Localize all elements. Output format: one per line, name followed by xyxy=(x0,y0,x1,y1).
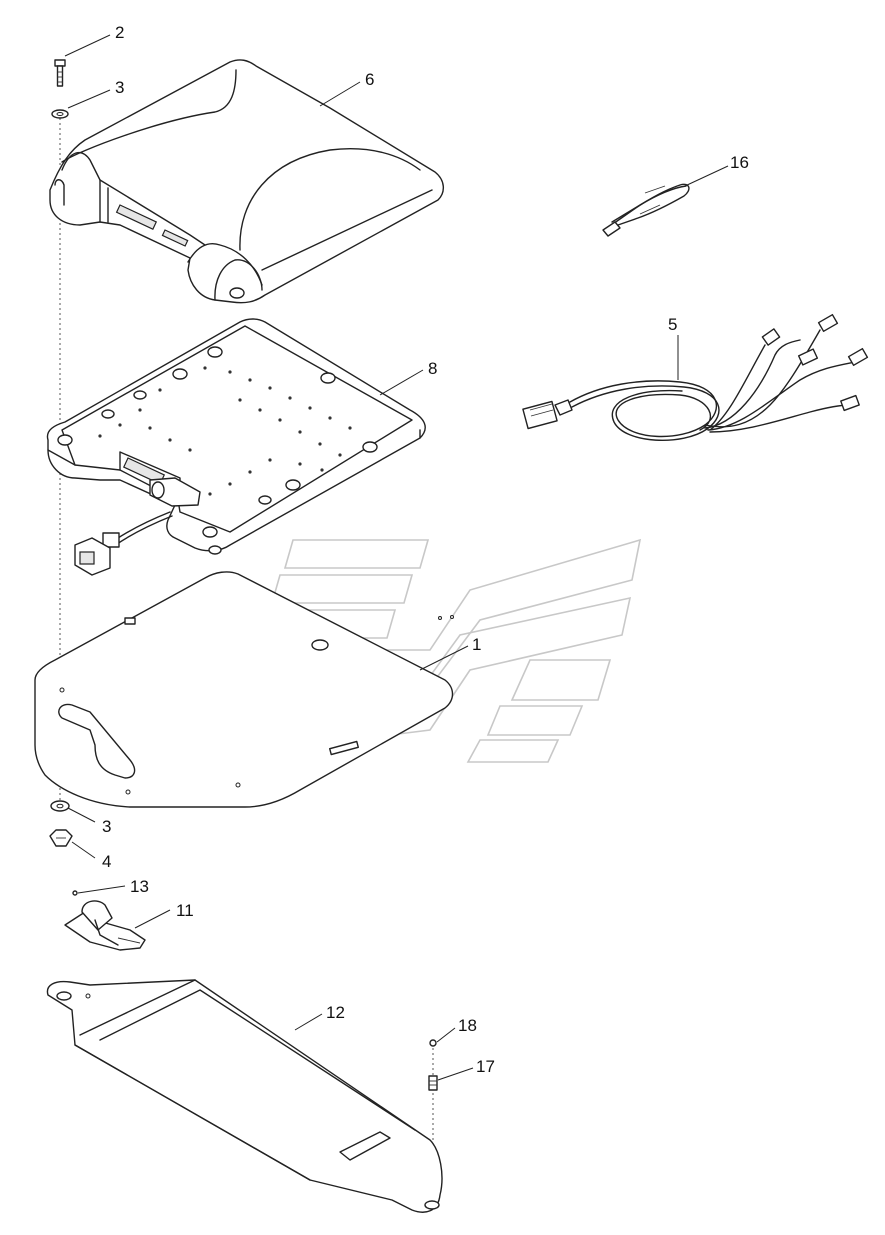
washer-part-3-bottom xyxy=(50,800,70,812)
leader-lines xyxy=(64,34,729,1081)
callout-label-3-top: 3 xyxy=(115,78,124,97)
callout-label-16: 16 xyxy=(730,153,749,172)
callout-label-3-bottom: 3 xyxy=(102,817,111,836)
callout-label-2: 2 xyxy=(115,23,124,42)
callout-label-5: 5 xyxy=(668,315,677,334)
nut-part-4 xyxy=(49,829,73,847)
pin-part-13 xyxy=(72,890,78,896)
bottom-plate-part-12 xyxy=(46,979,443,1213)
stud-part-17 xyxy=(428,1075,438,1091)
callout-label-8: 8 xyxy=(428,359,437,378)
callout-label-18: 18 xyxy=(458,1016,477,1035)
washer-part-3-top xyxy=(51,109,69,119)
callout-label-4: 4 xyxy=(102,852,111,871)
callout-label-12: 12 xyxy=(326,1003,345,1022)
callout-label-13: 13 xyxy=(130,877,149,896)
base-plate-part-8 xyxy=(46,318,426,576)
nut-part-18 xyxy=(429,1039,437,1047)
callout-label-1: 1 xyxy=(472,635,481,654)
callout-label-17: 17 xyxy=(476,1057,495,1076)
callout-label-6: 6 xyxy=(365,70,374,89)
cable-harness-part-5 xyxy=(522,313,869,442)
cover-part-6 xyxy=(49,59,444,304)
latch-part-11 xyxy=(64,900,146,951)
strap-part-16 xyxy=(602,183,690,237)
callout-label-11: 11 xyxy=(176,901,194,920)
mounting-plate-part-1 xyxy=(34,571,454,808)
bolt-part-2 xyxy=(54,59,66,87)
